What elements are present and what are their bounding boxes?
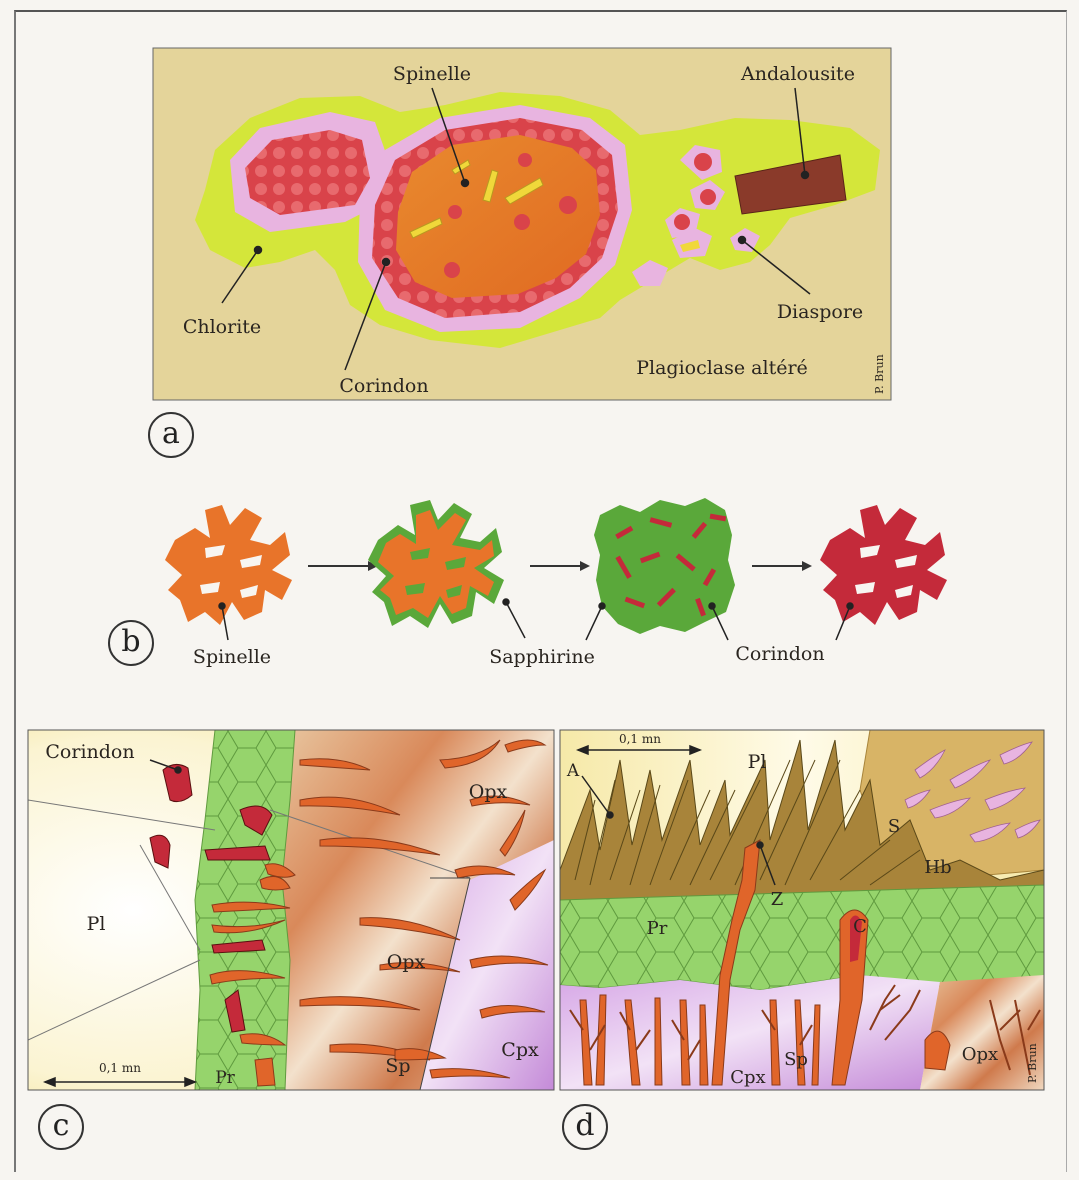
label-c-d: C: [853, 916, 867, 937]
scale-label-c: 0,1 mn: [99, 1061, 141, 1075]
label-opx-top-c: Opx: [469, 781, 508, 803]
label-corindon-c: Corindon: [45, 741, 134, 763]
arrow-1: [308, 561, 378, 571]
label-s-d: S: [888, 816, 900, 837]
label-sapphirine: Sapphirine: [489, 646, 595, 668]
label-spinelle-a: Spinelle: [393, 63, 471, 85]
label-corindon-b: Corindon: [735, 643, 824, 665]
label-pr-d: Pr: [647, 918, 668, 939]
label-pl-d: Pl: [748, 751, 767, 773]
label-chlorite: Chlorite: [183, 316, 261, 338]
label-plagioclase: Plagioclase altéré: [636, 357, 808, 379]
label-a-d: A: [566, 761, 580, 781]
arrow-2: [530, 561, 590, 571]
panel-b: Spinelle Sapphirine Corindon: [165, 498, 947, 668]
label-pl-c: Pl: [87, 913, 106, 935]
arrow-3: [752, 561, 812, 571]
label-z-d: Z: [771, 889, 784, 910]
label-opx-d: Opx: [962, 1044, 998, 1065]
label-hb-d: Hb: [924, 857, 951, 878]
label-cpx-c: Cpx: [501, 1039, 539, 1061]
panel-letter-b: b: [108, 620, 154, 666]
panel-b-leader-lines: [219, 599, 853, 640]
stage-corindon: [820, 505, 947, 625]
stage-spinelle: [165, 505, 292, 625]
label-pr-c: Pr: [215, 1068, 235, 1088]
label-diaspore: Diaspore: [777, 301, 863, 323]
label-sp-d: Sp: [784, 1049, 808, 1070]
label-opx-mid-c: Opx: [387, 951, 426, 973]
label-sp-c: Sp: [385, 1055, 410, 1077]
label-andalousite: Andalousite: [740, 63, 855, 85]
label-cpx-d: Cpx: [730, 1067, 765, 1088]
credit-panel-d: P. Brun: [1026, 1043, 1039, 1083]
stage-sapphirine-core: [378, 510, 494, 618]
panel-a: Spinelle Andalousite Chlorite Diaspore C…: [153, 48, 891, 400]
scale-label-d: 0,1 mn: [619, 732, 661, 746]
label-spinelle-b: Spinelle: [193, 646, 271, 668]
panel-letter-d: d: [562, 1104, 608, 1150]
credit-panel-a: P. Brun: [873, 354, 886, 394]
panel-letter-c: c: [38, 1104, 84, 1150]
panel-letter-a: a: [148, 412, 194, 458]
panel-d: 0,1 mn A Pl S Hb Pr Z C Sp Cpx Opx P. Br…: [560, 730, 1044, 1090]
pr-band-d: [560, 885, 1044, 990]
label-corindon-a: Corindon: [339, 375, 428, 397]
panel-c: Corindon Opx Opx Pl Sp Cpx Pr 0,1 mn: [28, 730, 554, 1090]
